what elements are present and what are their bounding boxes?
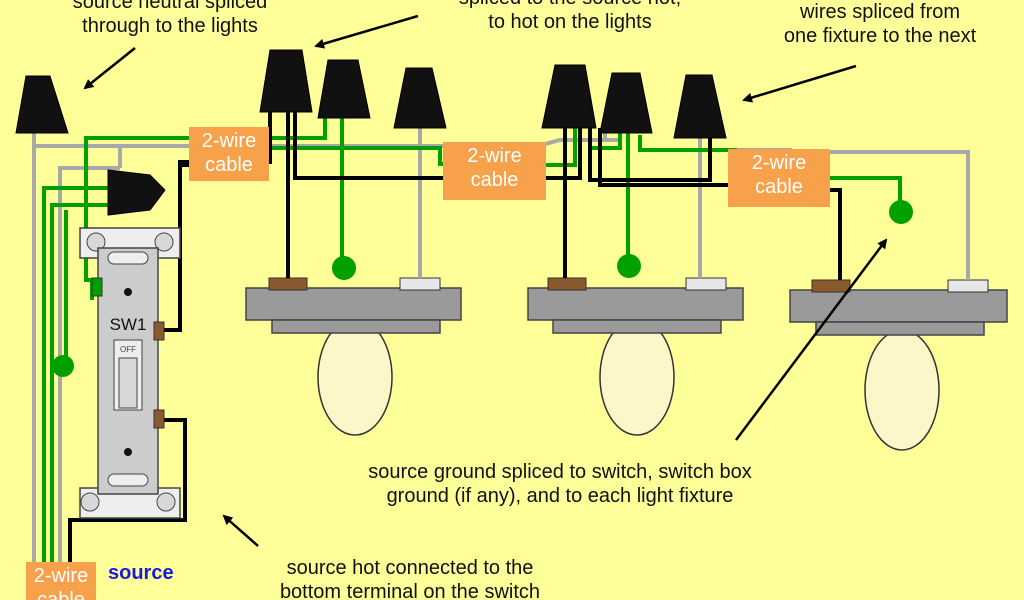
hot-wire-nut-right (541, 64, 597, 129)
switch-mount-screw-bl (80, 492, 100, 512)
switch-mount-screw-tr (154, 232, 174, 252)
bulb-3 (864, 329, 940, 451)
switch-mount-screw-br (156, 492, 176, 512)
caption-ground-spliced: source ground spliced to switch, switch … (368, 461, 752, 507)
ground-wire-nut (107, 169, 166, 216)
arrow-ground (735, 238, 888, 441)
arrow-hot-lights (314, 14, 419, 49)
fixture-1-ground-screw (332, 256, 356, 280)
fixture-1-plate (245, 287, 462, 321)
arrow-fixture-splice (742, 64, 857, 103)
switch-ground-screw (52, 355, 74, 377)
light-fixtures (245, 277, 1008, 336)
light-bulbs (317, 318, 940, 451)
bulb-2 (599, 318, 675, 436)
neutral-wire-nut-left (393, 67, 447, 129)
neutral-wire-nut (15, 75, 69, 134)
switch-ground-terminal (91, 277, 103, 297)
fixture-3-neutral-terminal (947, 279, 989, 293)
source-label: source (108, 562, 174, 584)
hot-wire-nut-left (259, 49, 313, 113)
fixture-1-base (271, 319, 441, 334)
fixture-1-neutral-terminal (399, 277, 441, 291)
fixture-3-hot-terminal (811, 279, 851, 293)
switch-toggle-label: OFF (120, 345, 136, 354)
switch-toggle (118, 357, 138, 409)
fixture-2-base (552, 319, 722, 334)
fixture-2-ground-screw (617, 254, 641, 278)
fixture-2-neutral-terminal (685, 277, 727, 291)
neutral-wire-nut-right (673, 74, 727, 139)
switch-rivet-bottom (124, 448, 132, 456)
ground-wire-nut-right (599, 72, 653, 134)
arrow-neutral (83, 47, 136, 90)
arrow-hot-switch (222, 514, 259, 547)
fixture-3-base (815, 321, 985, 336)
wire-nuts (15, 49, 727, 216)
annotation-arrows (83, 14, 888, 547)
switch-mount-screw-tl (86, 232, 106, 252)
switch-body-bottom-tab (107, 473, 149, 487)
hot-wires (68, 112, 842, 600)
switch-top-terminal (153, 321, 165, 341)
switch-name: SW1 (110, 315, 147, 334)
ground-screws (52, 200, 913, 377)
fixture-3-plate (789, 289, 1008, 323)
fixture-2-plate (527, 287, 744, 321)
switch-sw1: OFF SW1 (79, 227, 181, 519)
caption-hot-to-lights: spliced to the source hot,to hot on the … (459, 0, 681, 33)
bulb-1 (317, 318, 393, 436)
ground-wire-nut-left (317, 59, 371, 119)
switch-body-top-tab (107, 251, 149, 265)
fixture-3-ground-screw (889, 200, 913, 224)
switch-rivet-top (124, 288, 132, 296)
switch-bottom-terminal (153, 409, 165, 429)
fixture-1-hot-terminal (268, 277, 308, 291)
fixture-2-hot-terminal (547, 277, 587, 291)
